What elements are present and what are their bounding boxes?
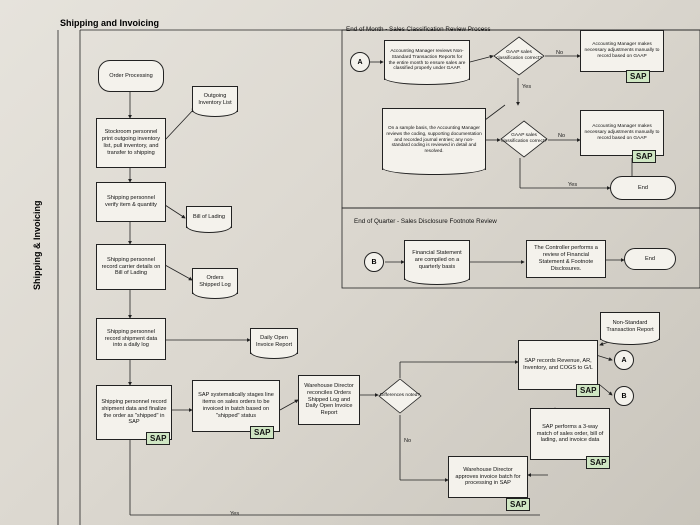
gaap-decision-2: GAAP sales classification correct? xyxy=(500,120,548,158)
no-label-2: No xyxy=(558,133,566,139)
swimlane-label: Shipping & Invoicing xyxy=(32,200,42,291)
connector-a-month: A xyxy=(350,52,370,72)
daily-open-invoice-doc: Daily Open Invoice Report xyxy=(250,328,298,359)
sample-review-box: On a sample basis, the Accounting Manage… xyxy=(382,108,486,175)
differences-decision-text: Differences noted? xyxy=(379,393,421,399)
no-label-flow: No xyxy=(404,438,412,444)
connector-b-quarter: B xyxy=(364,252,384,272)
record-carrier-box: Shipping personnel record carrier detail… xyxy=(96,244,166,290)
page-title: Shipping and Invoicing xyxy=(60,18,159,28)
bill-of-lading-doc: Bill of Lading xyxy=(186,206,232,233)
no-label-1: No xyxy=(556,50,564,56)
adjust-box-1: Accounting Manager makes necessary adjus… xyxy=(580,30,664,72)
nonstandard-report-doc: Non-Standard Transaction Report xyxy=(600,312,660,345)
order-processing-terminal: Order Processing xyxy=(98,60,164,92)
stage-invoice-box: SAP systematically stages line items on … xyxy=(192,380,280,432)
sap-tag-month-1: SAP xyxy=(626,70,651,83)
yes-label-2: Yes xyxy=(568,182,578,188)
reconcile-box: Warehouse Director reconciles Orders Shi… xyxy=(298,375,360,425)
sap-tag-stage: SAP xyxy=(250,426,275,439)
yes-label-flow: Yes xyxy=(230,511,240,517)
sap-tag-approve: SAP xyxy=(506,498,531,511)
orders-shipped-log-doc: Orders Shipped Log xyxy=(192,268,238,299)
sap-tag-month-2: SAP xyxy=(632,150,657,163)
gaap-decision-1: GAAP sales classification correct? xyxy=(493,36,545,76)
quarter-end-title: End of Quarter - Sales Disclosure Footno… xyxy=(354,218,497,225)
gaap-decision-1-text: GAAP sales classification correct? xyxy=(496,50,542,61)
finalize-order-box: Shipping personnel record shipment data … xyxy=(96,385,172,440)
yes-label-1: Yes xyxy=(522,84,532,90)
end-terminal-quarter: End xyxy=(624,248,676,270)
sap-records-box: SAP records Revenue, AR, Inventory, and … xyxy=(518,340,598,390)
controller-review-box: The Controller performs a review of Fina… xyxy=(526,240,606,278)
outgoing-inventory-doc: Outgoing Inventory List xyxy=(192,86,238,117)
three-way-match-box: SAP performs a 3-way match of sales orde… xyxy=(530,408,610,460)
fin-statement-box: Financial Statement are compiled on a qu… xyxy=(404,240,470,285)
record-daily-log-box: Shipping personnel record shipment data … xyxy=(96,318,166,360)
sap-tag-finalize: SAP xyxy=(146,432,171,445)
review-nonstandard-box: Accounting Manager reviews Non-Standard … xyxy=(384,40,470,85)
approve-batch-box: Warehouse Director approves invoice batc… xyxy=(448,456,528,498)
stockroom-box: Stockroom personnel print outgoing inven… xyxy=(96,118,166,168)
connector-b-flow: B xyxy=(614,386,634,406)
adjust-box-2: Accounting Manager makes necessary adjus… xyxy=(580,110,664,156)
connector-a-flow: A xyxy=(614,350,634,370)
sap-tag-records: SAP xyxy=(576,384,601,397)
sap-tag-match: SAP xyxy=(586,456,611,469)
verify-item-box: Shipping personnel verify item & quantit… xyxy=(96,182,166,222)
month-end-title: End of Month - Sales Classification Revi… xyxy=(346,26,491,33)
end-terminal-month: End xyxy=(610,176,676,200)
differences-decision: Differences noted? xyxy=(378,378,422,414)
gaap-decision-2-text: GAAP sales classification correct? xyxy=(501,133,547,144)
